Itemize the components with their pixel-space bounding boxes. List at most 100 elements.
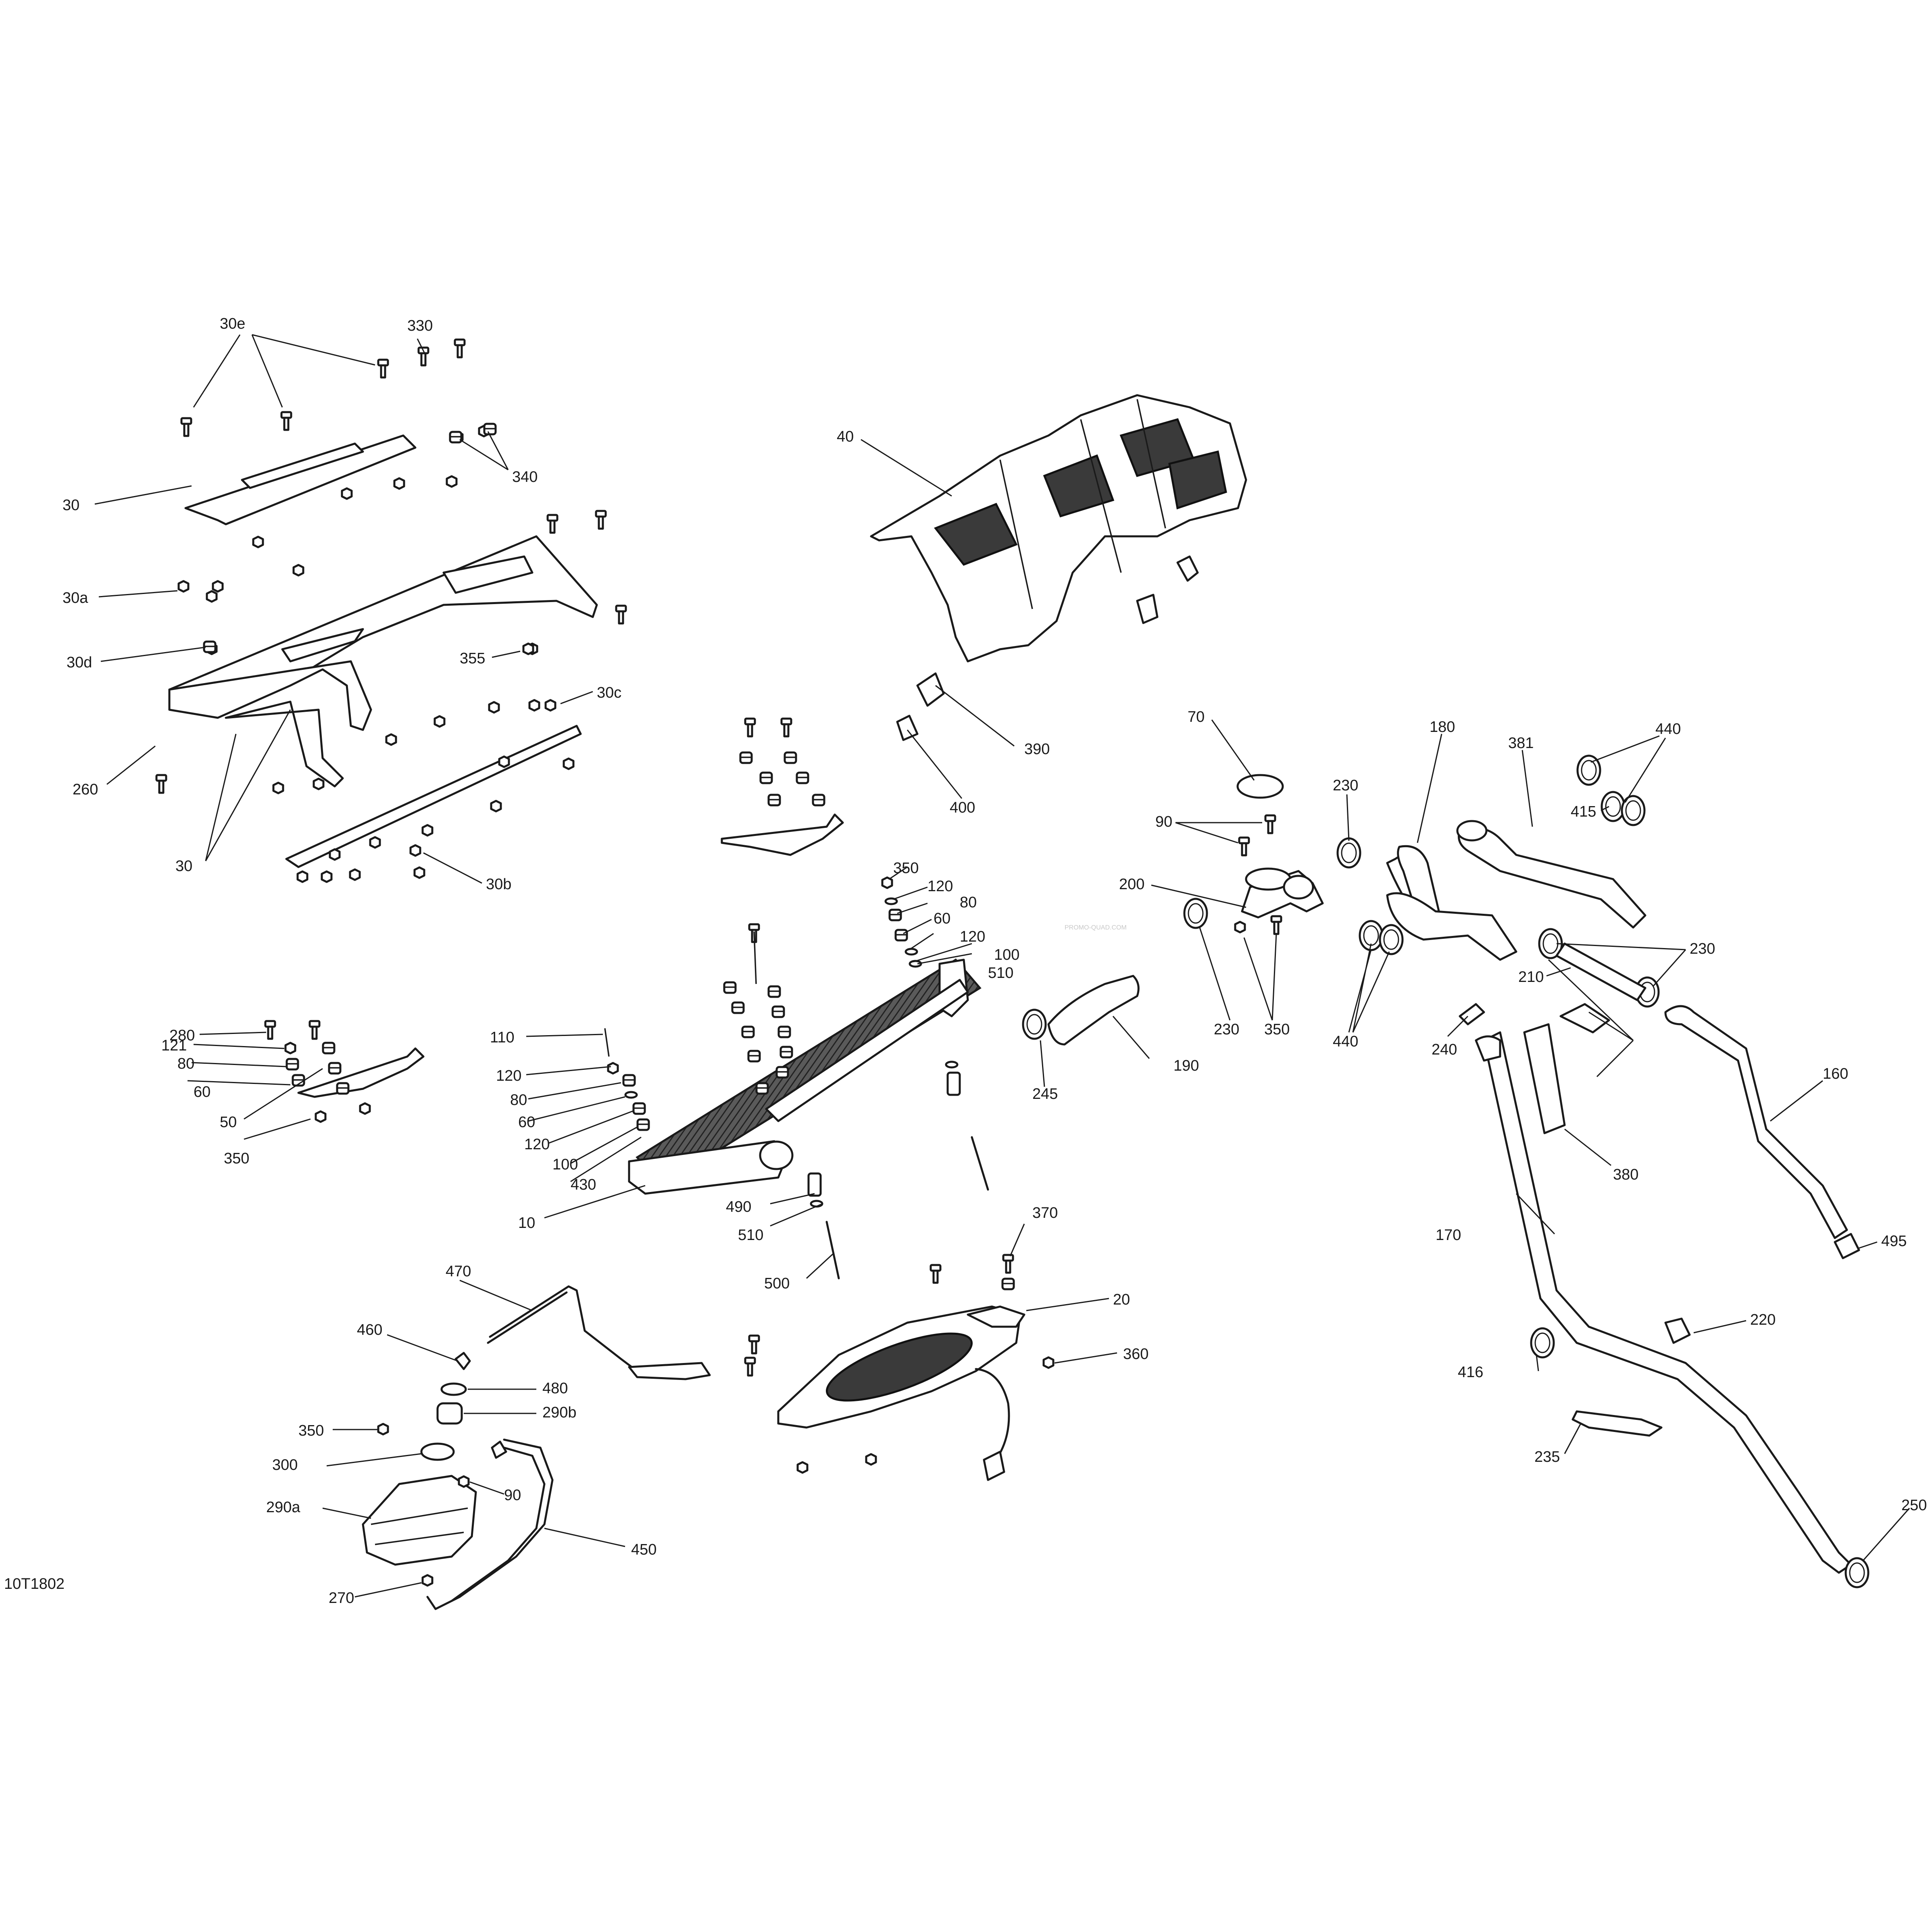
callout-500: 500 [764,1275,790,1292]
callout-510-r: 510 [988,965,1013,982]
tank-cap-290b [436,1402,463,1425]
hose-380 [1523,1003,1610,1134]
hose-450 [426,1438,554,1610]
callout-290a: 290a [266,1499,300,1516]
callout-180: 180 [1430,719,1455,736]
callout-260: 260 [73,781,98,798]
callout-50: 50 [220,1114,237,1131]
callout-20: 20 [1113,1291,1130,1308]
main-support-frame-30 [168,535,598,788]
callout-350-r: 350 [893,860,919,877]
callout-30c: 30c [597,684,621,701]
callout-190: 190 [1173,1057,1199,1074]
callout-70: 70 [1188,709,1205,725]
callout-450: 450 [631,1541,657,1558]
callout-480: 480 [542,1380,568,1397]
callout-120-r-a: 120 [927,878,953,895]
callout-430: 430 [571,1176,596,1193]
clip-220 [1664,1317,1691,1344]
callout-510-low: 510 [738,1227,763,1244]
overflow-tank-290a [362,1475,477,1566]
upper-panel-30 [184,434,417,525]
shroud-clip-400 [896,715,919,741]
callout-210: 210 [1518,969,1544,986]
tank-fittings [378,1352,507,1586]
hose-160 [1664,1005,1848,1239]
callout-200: 200 [1119,876,1144,893]
callout-labels: 330 30e 340 30 30a 30d 355 30c 260 30 30… [63,315,1927,1607]
bracket-235 [1571,1410,1663,1437]
hose-381 [1456,820,1646,929]
hose-190 [1047,975,1140,1046]
clamp-416 [1531,1328,1554,1357]
callout-121: 121 [161,1037,187,1054]
filler-neck-300 [420,1442,455,1461]
callout-90-tank: 90 [504,1487,521,1504]
radiator-core-10 [628,958,982,1195]
clamp-250 [1846,1558,1868,1587]
callout-360: 360 [1123,1346,1148,1363]
fan-shroud-20 [745,1255,1053,1481]
callout-495: 495 [1881,1233,1907,1250]
callout-120-r-b: 120 [960,928,985,945]
radiator-left-stack [604,1028,649,1130]
callout-120-mid-a: 120 [496,1067,521,1084]
callout-235: 235 [1534,1448,1560,1465]
clamp-245 [1023,1010,1046,1039]
upper-mount-bracket [721,719,844,856]
pipe-170 [1475,1031,1852,1574]
callout-120-mid-b: 120 [524,1136,550,1153]
callout-250: 250 [1901,1497,1927,1514]
clamp-495 [1834,1233,1860,1259]
callout-30d: 30d [67,654,92,671]
callout-80-mid: 80 [510,1092,527,1109]
clip-240 [1459,1003,1485,1025]
callout-245: 245 [1032,1086,1058,1103]
callout-80-left: 80 [177,1055,194,1072]
radiator-shroud-40 [870,394,1247,663]
callout-330: 330 [407,317,433,334]
callout-350-left: 350 [224,1150,249,1167]
callout-240: 240 [1432,1041,1457,1058]
callout-350-tank: 350 [298,1422,324,1439]
callout-40: 40 [837,428,854,445]
leader-lines [94,334,1910,1598]
callout-440-bottom: 440 [1333,1033,1358,1050]
callout-30-bottom: 30 [175,858,192,875]
callout-100-mid: 100 [552,1156,578,1173]
callout-80-r: 80 [960,894,977,911]
callout-10: 10 [518,1215,535,1232]
callout-60-mid: 60 [518,1114,535,1131]
diagram-reference-code: 10T1802 [4,1576,65,1592]
callout-90-top: 90 [1155,813,1172,830]
callout-230-a: 230 [1333,777,1358,794]
radiator-center-stack [724,924,792,1094]
callout-460: 460 [357,1321,382,1338]
callout-390: 390 [1024,741,1050,758]
callout-110: 110 [490,1029,515,1046]
callout-60-left: 60 [194,1084,210,1100]
tank-cap-gasket-480 [440,1382,467,1396]
callout-490: 490 [726,1198,751,1215]
callout-440-top: 440 [1655,721,1681,738]
hose-180 [1386,845,1517,961]
callout-380: 380 [1613,1166,1638,1183]
callout-30e: 30e [220,315,245,332]
callout-60-r: 60 [934,910,950,927]
callout-400: 400 [950,799,975,816]
lower-skid-plate-30 [285,725,582,868]
callout-280: 280 [169,1027,195,1044]
shroud-clip-390 [916,672,945,707]
mount-bracket-50 [265,1021,425,1122]
callout-30-top: 30 [63,497,79,514]
hose-470 [487,1285,711,1380]
callout-100-r: 100 [994,946,1019,963]
callout-160: 160 [1823,1065,1848,1082]
callout-340: 340 [512,469,538,486]
callout-381: 381 [1508,735,1534,752]
callout-220: 220 [1750,1311,1776,1328]
callout-416: 416 [1458,1364,1483,1381]
callout-470: 470 [446,1263,471,1280]
callout-300: 300 [272,1457,298,1473]
